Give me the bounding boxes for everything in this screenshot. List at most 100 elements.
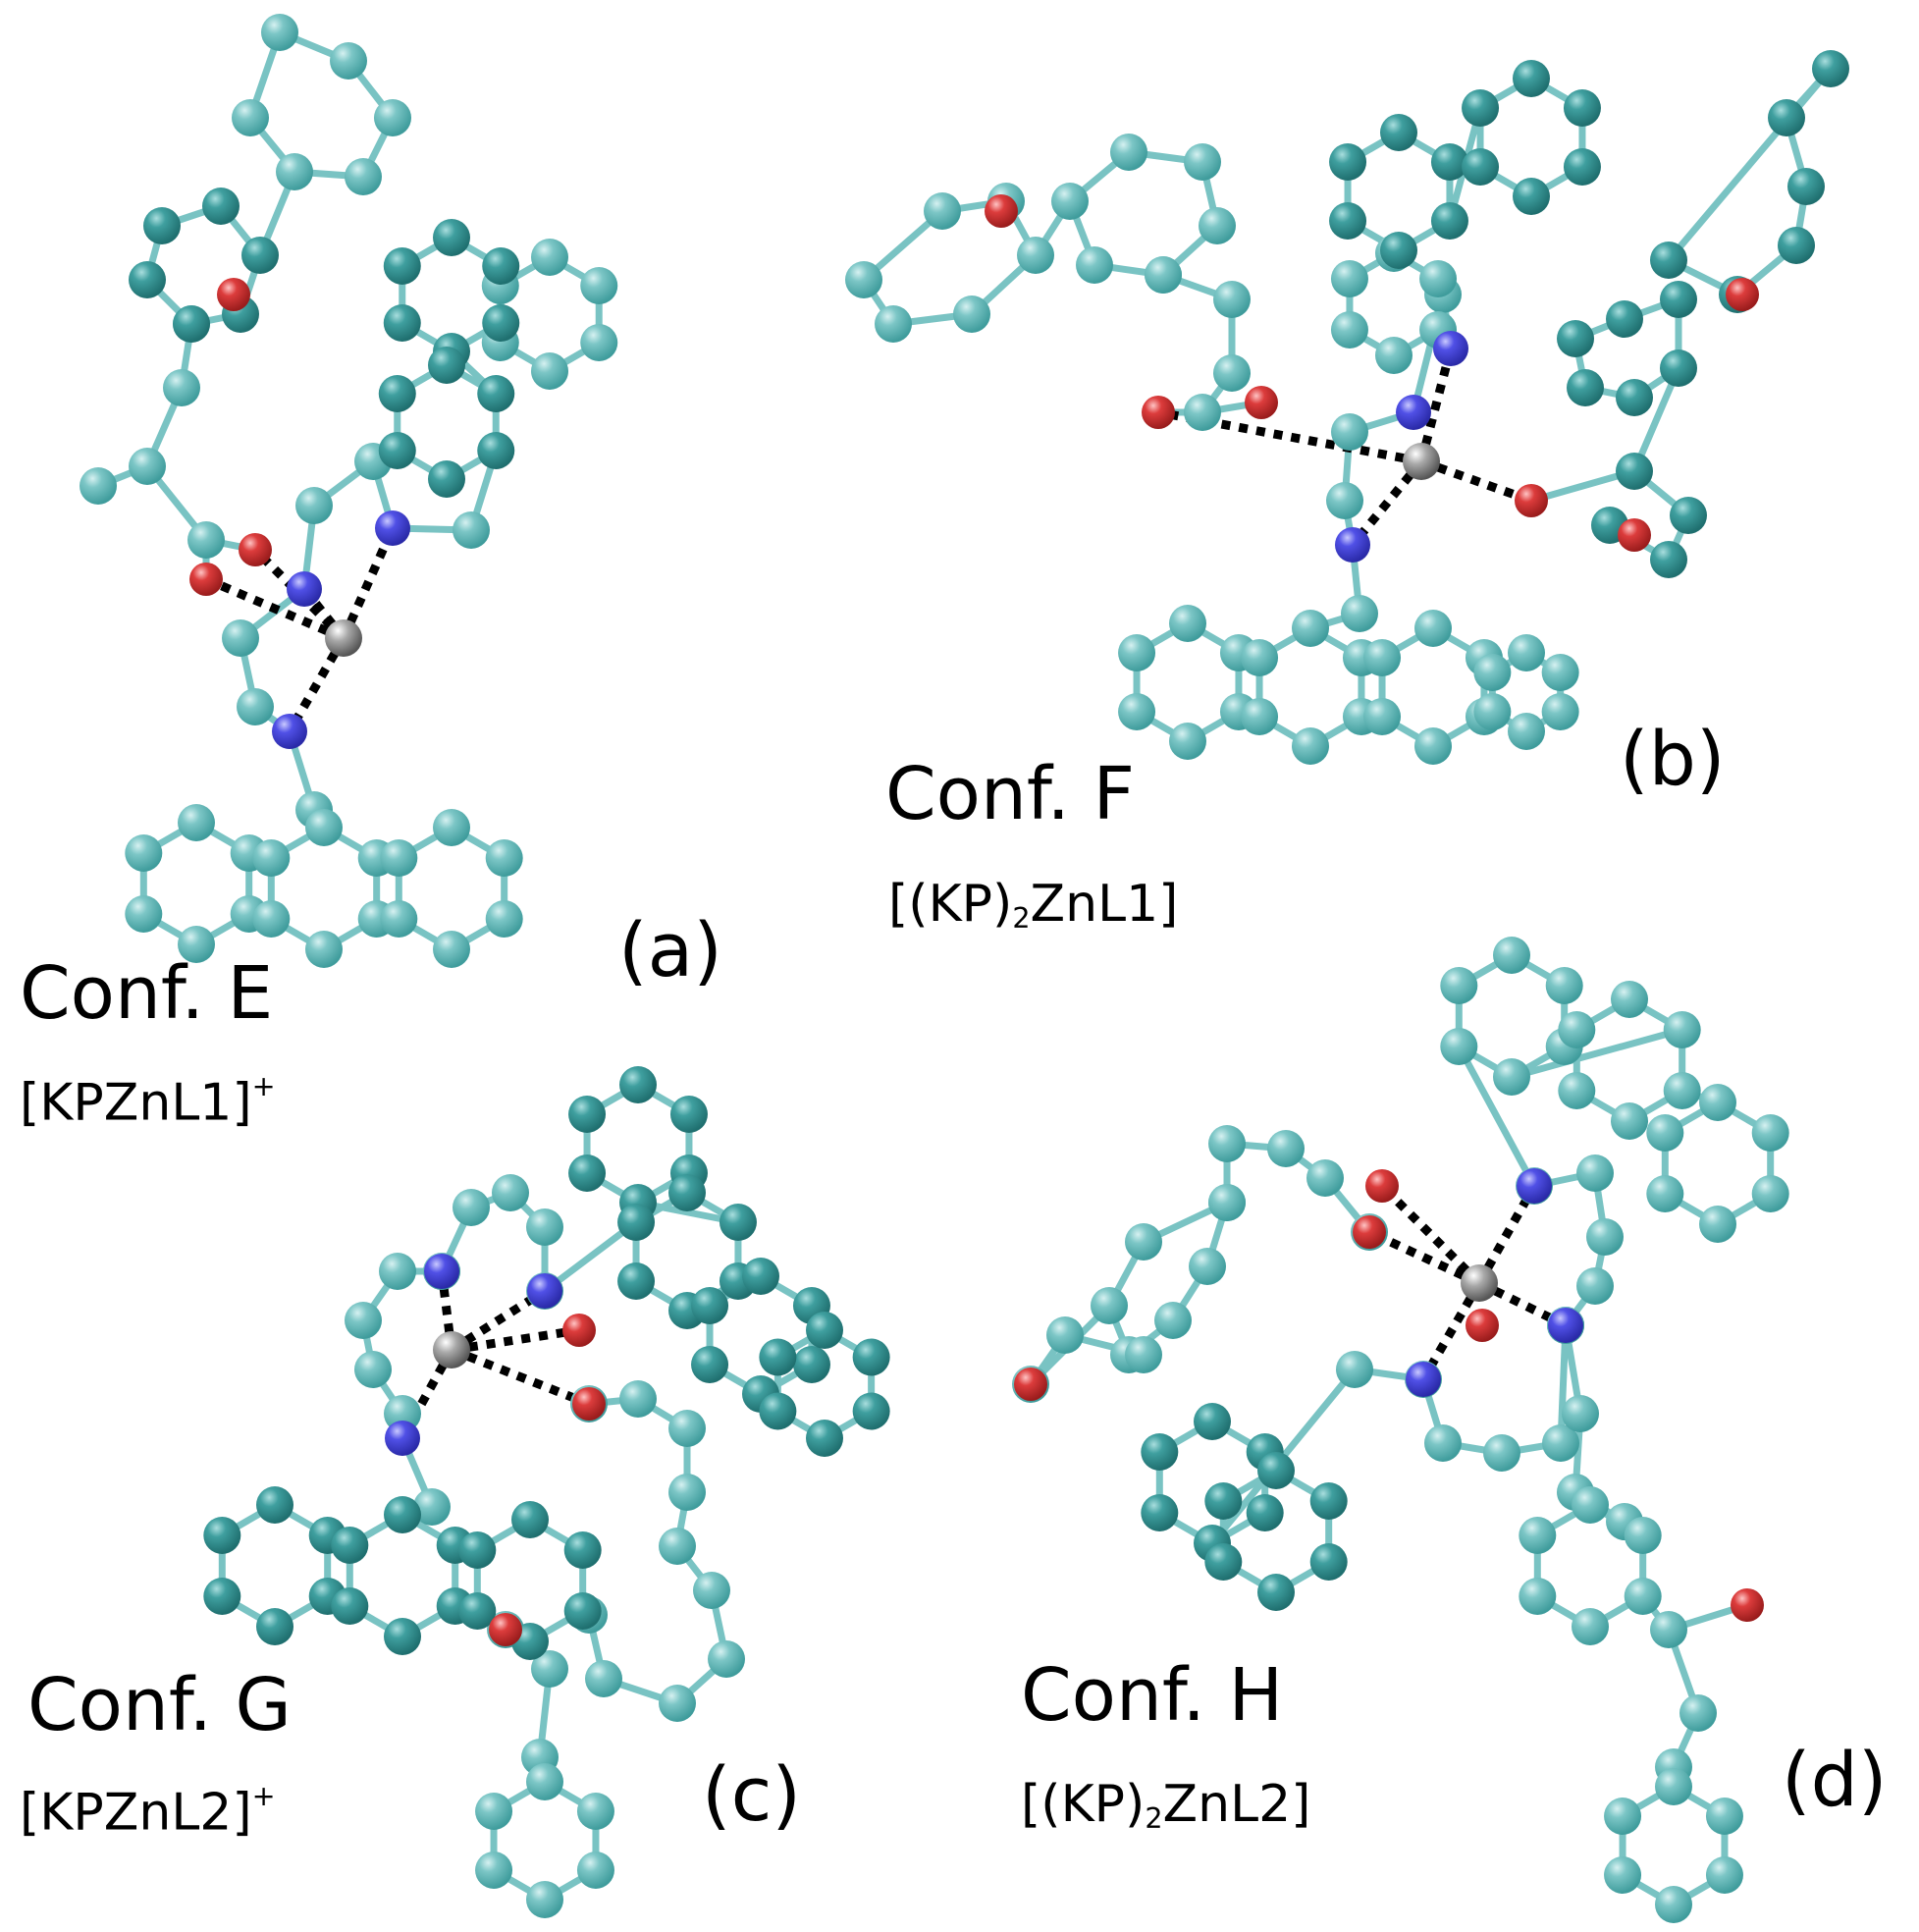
panel-d-carbon-atom bbox=[1309, 1543, 1348, 1581]
panel-d-coordination-bond bbox=[1378, 1182, 1483, 1287]
panel-d-carbon-atom bbox=[1558, 1011, 1596, 1048]
panel-a-carbon-atom bbox=[433, 219, 470, 256]
panel-d-carbon-atom bbox=[1611, 981, 1648, 1018]
panel-d-carbon-atom bbox=[1699, 1206, 1736, 1243]
panel-c-carbon-atom bbox=[852, 1338, 890, 1376]
panel-d-bond bbox=[1557, 1321, 1570, 1447]
panel-d-formula-post: ZnL2] bbox=[1162, 1775, 1311, 1834]
panel-b-carbon-atom bbox=[1419, 260, 1458, 297]
panel-d-letter: (d) bbox=[1782, 1736, 1888, 1823]
panel-a-carbon-atom bbox=[129, 261, 166, 298]
panel-d-carbon-atom bbox=[1246, 1494, 1284, 1531]
panel-d-carbon-atom bbox=[1611, 1102, 1648, 1140]
panel-c-oxygen-atom bbox=[562, 1314, 596, 1347]
panel-c-carbon-atom bbox=[617, 1262, 656, 1300]
panel-d-carbon-atom bbox=[1091, 1287, 1128, 1324]
panel-a-carbon-atom bbox=[261, 14, 298, 51]
panel-d-carbon-atom bbox=[1440, 967, 1478, 1004]
panel-d-carbon-atom bbox=[1519, 1517, 1557, 1554]
panel-a-carbon-atom bbox=[433, 931, 470, 968]
panel-c-carbon-atom bbox=[708, 1640, 745, 1678]
panel-c-carbon-atom bbox=[354, 1351, 392, 1388]
panel-d-carbon-atom bbox=[1519, 1578, 1557, 1615]
panel-c-carbon-atom bbox=[806, 1420, 843, 1457]
panel-c-oxygen-atom bbox=[572, 1387, 606, 1421]
panel-b-carbon-atom bbox=[1169, 605, 1206, 642]
panel-c-carbon-atom bbox=[526, 1208, 563, 1246]
panel-a-coordination-bond bbox=[204, 574, 346, 643]
panel-b-carbon-atom bbox=[1513, 178, 1550, 215]
panel-c-carbon-atom bbox=[256, 1486, 293, 1524]
panel-a-formula: [KPZnL1]+ bbox=[20, 1072, 276, 1129]
panel-b-carbon-atom bbox=[1331, 413, 1368, 451]
panel-d-carbon-atom bbox=[1562, 1395, 1599, 1432]
panel-b-carbon-atom bbox=[1414, 727, 1452, 765]
panel-c-carbon-atom bbox=[475, 1852, 513, 1889]
panel-b-carbon-atom bbox=[1768, 99, 1805, 136]
panel-b-carbon-atom bbox=[1017, 237, 1054, 274]
panel-a-carbon-atom bbox=[433, 809, 470, 846]
panel-a-oxygen-atom bbox=[217, 278, 250, 311]
panel-d-carbon-atom bbox=[1646, 1175, 1684, 1212]
panel-a-carbon-atom bbox=[477, 375, 515, 412]
panel-d-carbon-atom bbox=[1194, 1403, 1231, 1440]
panel-b-carbon-atom bbox=[875, 305, 912, 343]
panel-b-carbon-atom bbox=[1169, 723, 1206, 760]
panel-d-formula: [(KP)2ZnL2] bbox=[1021, 1779, 1310, 1833]
panel-b-carbon-atom bbox=[1145, 256, 1182, 294]
panel-b-bond bbox=[1630, 364, 1682, 475]
panel-d-carbon-atom bbox=[1576, 1154, 1614, 1192]
panel-c-carbon-atom bbox=[693, 1572, 730, 1609]
panel-d-bond bbox=[1455, 1043, 1538, 1190]
panel-d-carbon-atom bbox=[1125, 1336, 1162, 1373]
panel-d-carbon-atom bbox=[1705, 1856, 1743, 1894]
panel-d-carbon-atom bbox=[1189, 1248, 1226, 1285]
panel-b-carbon-atom bbox=[1363, 639, 1402, 676]
panel-c-carbon-atom bbox=[453, 1189, 490, 1226]
panel-b-carbon-atom bbox=[1330, 311, 1368, 349]
panel-d-carbon-atom bbox=[1204, 1482, 1243, 1520]
panel-a-nitrogen-atom bbox=[375, 510, 410, 546]
panel-c-carbon-atom bbox=[719, 1204, 757, 1241]
panel-b-carbon-atom bbox=[1430, 202, 1468, 240]
panel-b-carbon-atom bbox=[1329, 143, 1367, 181]
panel-d-carbon-atom bbox=[1440, 1028, 1478, 1065]
panel-b-carbon-atom bbox=[1557, 320, 1594, 357]
panel-b-carbon-atom bbox=[1462, 148, 1500, 186]
panel-a-carbon-atom bbox=[380, 900, 418, 938]
panel-c-carbon-atom bbox=[203, 1517, 241, 1554]
panel-a-letter: (a) bbox=[618, 906, 722, 993]
panel-d-carbon-atom bbox=[1699, 1084, 1736, 1121]
panel-d-carbon-atom bbox=[1646, 1114, 1684, 1152]
panel-b-carbon-atom bbox=[1812, 50, 1849, 87]
panel-d-formula-sub: 2 bbox=[1145, 1801, 1163, 1836]
panel-d-carbon-atom bbox=[1257, 1452, 1295, 1489]
panel-b-carbon-atom bbox=[1341, 595, 1378, 632]
panel-b-carbon-atom bbox=[1110, 134, 1147, 171]
panel-b-carbon-atom bbox=[1380, 232, 1417, 269]
panel-c-carbon-atom bbox=[475, 1793, 513, 1830]
panel-c-carbon-atom bbox=[458, 1592, 497, 1630]
panel-d-carbon-atom bbox=[1257, 1574, 1295, 1611]
panel-c-nitrogen-atom bbox=[527, 1273, 562, 1309]
panel-d-carbon-atom bbox=[1046, 1316, 1084, 1354]
panel-c-letter: (c) bbox=[702, 1750, 802, 1838]
panel-b-nitrogen-atom bbox=[1335, 527, 1370, 563]
panel-a-carbon-atom bbox=[237, 688, 274, 725]
panel-d-carbon-atom bbox=[1751, 1114, 1789, 1152]
panel-d-carbon-atom bbox=[1586, 1218, 1624, 1256]
panel-a-carbon-atom bbox=[378, 375, 416, 412]
panel-c-carbon-atom bbox=[852, 1392, 890, 1430]
panel-b-carbon-atom bbox=[1213, 281, 1251, 318]
panel-c-carbon-atom bbox=[384, 1395, 421, 1432]
panel-b-coordination-bond bbox=[1416, 347, 1456, 463]
panel-c-carbon-atom bbox=[669, 1096, 708, 1133]
panel-b-carbon-atom bbox=[1414, 610, 1452, 647]
panel-b-carbon-atom bbox=[1616, 379, 1653, 416]
panel-c-carbon-atom bbox=[619, 1380, 657, 1418]
panel-c-carbon-atom bbox=[576, 1852, 614, 1889]
panel-a-carbon-atom bbox=[163, 369, 200, 406]
panel-b-carbon-atom bbox=[1541, 654, 1579, 691]
panel-b-carbon-atom bbox=[1462, 89, 1500, 127]
panel-d-carbon-atom bbox=[1493, 937, 1530, 974]
